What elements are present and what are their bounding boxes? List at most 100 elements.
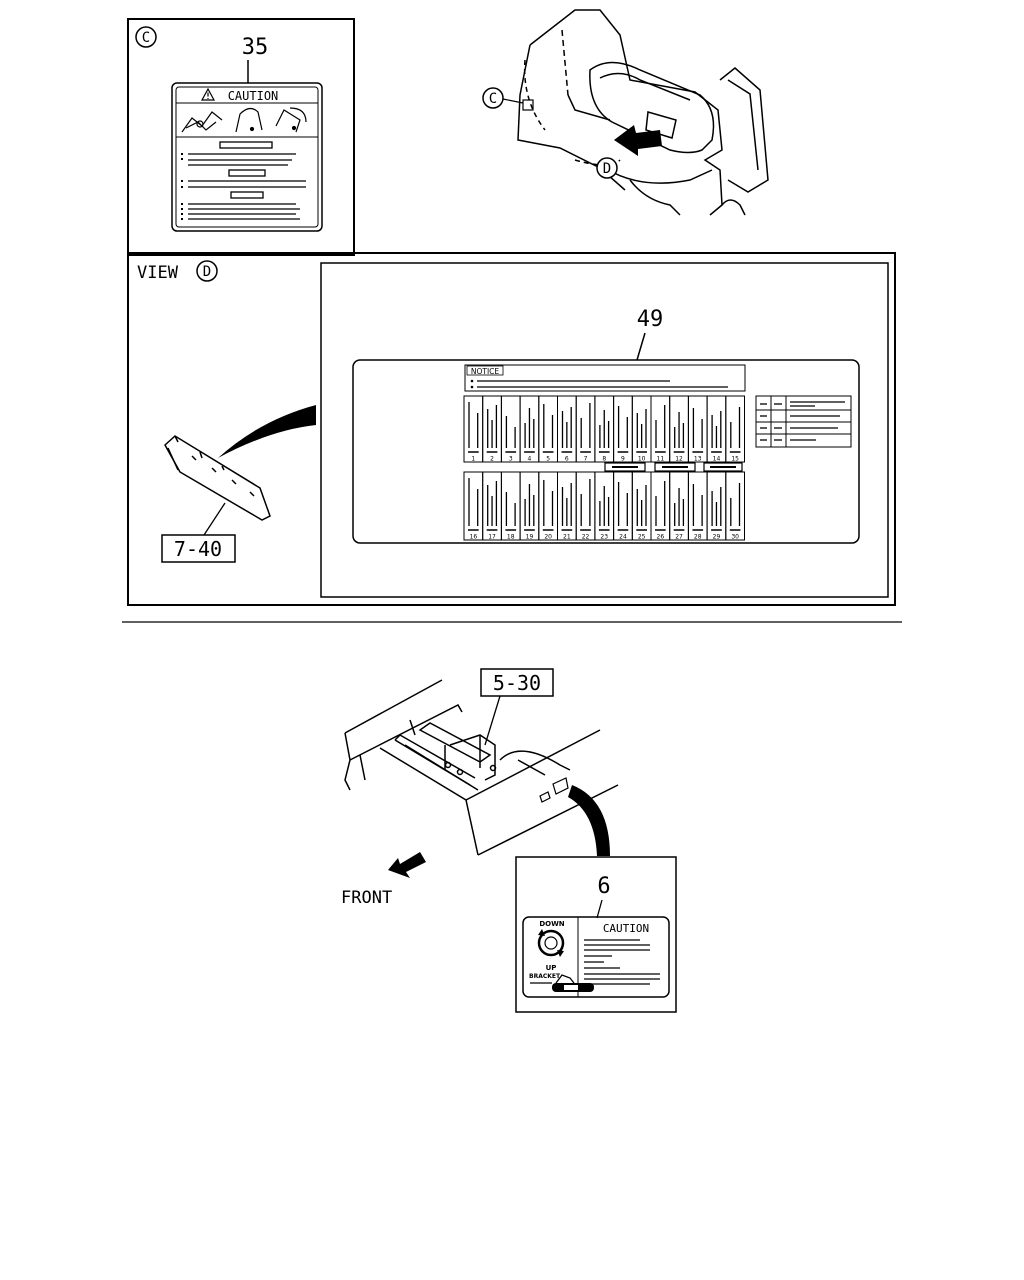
view-direction-arrow-d xyxy=(614,125,662,156)
cab-label-spot-c: C xyxy=(482,87,534,111)
fuse-number: 8 xyxy=(602,456,606,463)
fuse-slot: 8 xyxy=(594,395,615,463)
fuse-number: 30 xyxy=(731,534,739,541)
view-c-marker: C xyxy=(135,26,157,48)
fuse-number: 9 xyxy=(621,456,625,463)
ref-box-5-30: 5-30 xyxy=(480,668,554,697)
fuse-slot: 25 xyxy=(631,471,652,541)
front-direction-arrow-icon xyxy=(388,852,426,878)
fuse-number: 5 xyxy=(546,456,550,463)
fuse-number: 6 xyxy=(565,456,569,463)
fuse-slot: 11 xyxy=(650,395,671,463)
fuse-number: 4 xyxy=(528,456,532,463)
fuse-number: 2 xyxy=(490,456,494,463)
fuse-row-2: 16 17 18 19 20 21 22 23 24 25 26 27 28 29 30 xyxy=(463,471,745,541)
fuse-number: 15 xyxy=(731,456,739,463)
part-number-6: 6 xyxy=(597,874,610,899)
fuse-slot: 1 xyxy=(463,395,484,463)
view-d-title: VIEW xyxy=(137,263,179,283)
fuse-number: 26 xyxy=(657,534,665,541)
fuse-number: 11 xyxy=(657,456,665,463)
svg-text:D: D xyxy=(203,264,211,280)
fuse-slot: 24 xyxy=(613,471,633,541)
fuse-slot: 30 xyxy=(725,471,745,541)
dial-down-text: DOWN xyxy=(539,920,564,928)
fuse-number: 22 xyxy=(582,534,590,541)
fuse-slot: 3 xyxy=(500,395,521,463)
fuse-slot: 17 xyxy=(482,471,502,541)
glove-box-lid xyxy=(164,435,271,521)
cab-interior-drawing xyxy=(517,9,769,216)
fuse-number: 13 xyxy=(694,456,702,463)
pictogram-lever-icon xyxy=(181,111,223,133)
fuse-slot: 14 xyxy=(706,395,727,463)
view-c-frame xyxy=(127,18,355,256)
spare-fuse-slots xyxy=(604,462,743,472)
spare-tire-carrier-icon xyxy=(530,974,594,992)
fuse-number: 16 xyxy=(470,534,478,541)
part-number-49: 49 xyxy=(637,307,664,332)
svg-text:C: C xyxy=(489,91,497,107)
fuse-number: 25 xyxy=(638,534,646,541)
magnify-pointer-6 xyxy=(568,785,610,856)
view-c-panel: C 35 CAUTION xyxy=(127,18,355,256)
leader-line-5-30 xyxy=(484,695,501,746)
fuse-slot: 9 xyxy=(613,395,633,463)
front-label: FRONT xyxy=(341,888,392,908)
ref-box-7-40: 7-40 xyxy=(161,534,236,563)
fuse-number: 1 xyxy=(471,456,475,463)
fuse-slot: 13 xyxy=(687,395,708,463)
view-6-panel: 6 CAUTION DOWN xyxy=(515,856,677,1013)
fuse-number: 19 xyxy=(526,534,534,541)
rotation-dial-icon xyxy=(537,929,565,957)
caution-sticker-location xyxy=(539,777,569,803)
cab-marker-d: D xyxy=(596,157,618,179)
part-number-35: 35 xyxy=(242,35,269,60)
leader-line-7-40 xyxy=(203,502,226,536)
fuse-number: 18 xyxy=(507,534,515,541)
fuse-slot: 21 xyxy=(557,471,577,541)
fuse-slot: 10 xyxy=(631,395,652,463)
fuse-slot: 27 xyxy=(669,471,689,541)
fuse-slot: 7 xyxy=(575,395,596,463)
fuse-number: 12 xyxy=(675,456,683,463)
pictogram-tilt-icon xyxy=(275,107,307,133)
fuse-slot: 28 xyxy=(687,471,708,541)
fuse-slot: 26 xyxy=(650,471,671,541)
fuse-number: 10 xyxy=(638,456,646,463)
fuse-number: 28 xyxy=(694,534,702,541)
fuse-slot: 12 xyxy=(669,395,689,463)
fuse-number: 21 xyxy=(563,534,571,541)
chassis-frame-drawing xyxy=(344,679,619,856)
fuse-number: 27 xyxy=(675,534,683,541)
fuse-slot: 5 xyxy=(538,395,558,463)
fuse-slot: 16 xyxy=(463,471,484,541)
svg-text:C: C xyxy=(142,30,150,46)
dial-up-text: UP xyxy=(546,964,557,972)
fuse-slot: 2 xyxy=(482,395,502,463)
fuse-number: 23 xyxy=(600,534,608,541)
fuse-slot: 4 xyxy=(519,395,540,463)
fuse-number: 29 xyxy=(713,534,721,541)
svg-text:D: D xyxy=(603,161,611,177)
fuse-slot: 29 xyxy=(706,471,727,541)
fuse-slot: 15 xyxy=(725,395,745,463)
fuse-number: 3 xyxy=(509,456,513,463)
leader-line-49 xyxy=(636,332,646,361)
svg-text:5-30: 5-30 xyxy=(493,671,541,695)
fuse-slot: 18 xyxy=(500,471,521,541)
fuse-number: 14 xyxy=(713,456,721,463)
fuse-number: 17 xyxy=(488,534,496,541)
view-d-marker: D xyxy=(196,260,218,282)
caution-heading-35: CAUTION xyxy=(228,89,279,103)
bracket-text: BRACKET xyxy=(529,973,561,980)
magnify-pointer xyxy=(218,405,316,458)
caution-heading-6: CAUTION xyxy=(603,922,649,935)
label-text-lines xyxy=(188,141,306,220)
fuse-slot: 6 xyxy=(557,395,577,463)
pictogram-seat-icon xyxy=(235,107,263,133)
fuse-number: 24 xyxy=(619,534,627,541)
fuse-number: 20 xyxy=(544,534,552,541)
